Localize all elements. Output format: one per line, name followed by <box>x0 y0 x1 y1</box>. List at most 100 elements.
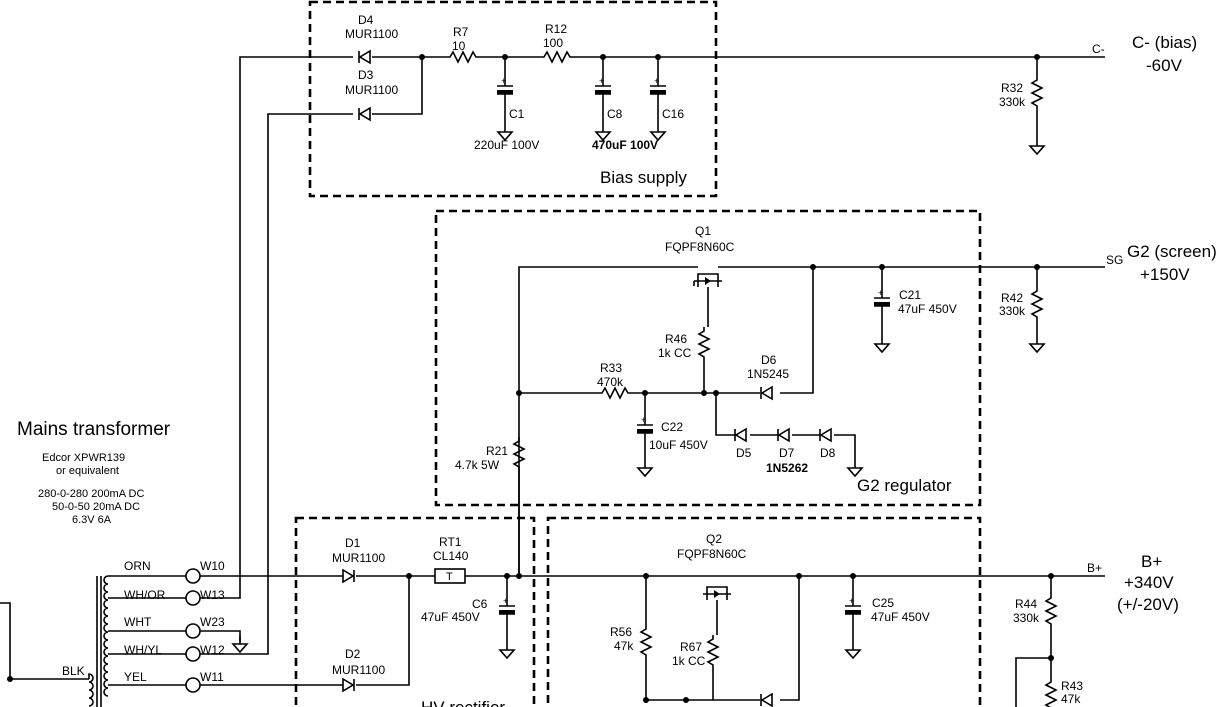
ground-icon <box>1029 335 1045 353</box>
d1-value: MUR1100 <box>332 551 385 565</box>
r42-value: 330k <box>999 304 1026 318</box>
secondary-winding-icon <box>103 575 109 697</box>
rt1-thermistor-icon <box>434 568 466 584</box>
r43-ref: R43 <box>1061 679 1083 693</box>
zener-value: 1N5262 <box>766 461 808 475</box>
r46-ref: R46 <box>665 332 687 346</box>
d2-value: MUR1100 <box>332 663 385 677</box>
d8-zener-icon <box>819 428 832 442</box>
r33-value: 470k <box>597 375 624 389</box>
r56-ref: R56 <box>610 625 632 639</box>
bias-output-title: C- (bias) <box>1132 33 1197 52</box>
bplus-output-title: B+ <box>1141 552 1162 571</box>
transformer-alt: or equivalent <box>56 465 119 477</box>
c6-value: 47uF 450V <box>421 610 480 624</box>
c21-value: 47uF 450V <box>898 302 957 316</box>
r12-value: 100 <box>543 36 563 50</box>
r67-ref: R67 <box>680 640 702 654</box>
wire-color-1: ORN <box>124 559 151 573</box>
g2-regulator-label: G2 regulator <box>857 476 952 495</box>
d7-ref: D7 <box>779 446 795 460</box>
r21-ref: R21 <box>486 444 508 458</box>
terminal-w11 <box>185 677 201 693</box>
d3-ref: D3 <box>358 68 374 82</box>
ground-icon <box>847 459 863 477</box>
c16-capacitor-icon <box>649 75 667 105</box>
primary-winding-icon <box>88 673 94 707</box>
zener-icon <box>760 693 773 707</box>
pin-w13: W13 <box>200 588 225 602</box>
c22-value: 10uF 450V <box>649 438 708 452</box>
q1-ref: Q1 <box>695 224 711 238</box>
c25-capacitor-icon <box>844 595 862 625</box>
g2-regulator-box <box>434 209 982 507</box>
q2-ref: Q2 <box>706 532 722 546</box>
r43-value: 47k <box>1061 692 1081 706</box>
d2-ref: D2 <box>345 647 361 661</box>
g2-net-label: SG <box>1106 253 1123 267</box>
transformer-model: Edcor XPWR139 <box>42 452 125 464</box>
terminal-w10 <box>185 568 201 584</box>
c6-capacitor-icon <box>498 595 516 625</box>
c25-value: 47uF 450V <box>871 610 930 624</box>
d6-ref: D6 <box>761 353 777 367</box>
r46-value: 1k CC <box>658 346 692 360</box>
q1-value: FQPF8N60C <box>665 240 735 254</box>
ground-icon <box>1029 137 1045 155</box>
transformer-spec-2: 50-0-50 20mA DC <box>52 501 140 513</box>
terminal-w23 <box>185 623 201 639</box>
g2-output-value: +150V <box>1140 265 1190 284</box>
bias-output-value: -60V <box>1146 56 1183 75</box>
transformer-title: Mains transformer <box>17 419 171 440</box>
c21-ref: C21 <box>899 288 921 302</box>
ground-icon <box>637 459 653 477</box>
terminal-w13 <box>185 590 201 606</box>
pin-w12: W12 <box>200 643 225 657</box>
d6-value: 1N5245 <box>747 367 789 381</box>
r32-ref: R32 <box>1001 81 1023 95</box>
c25-ref: C25 <box>872 596 894 610</box>
c1-value: 220uF 100V <box>474 138 539 152</box>
rt1-ref: RT1 <box>439 535 462 549</box>
terminal-w12 <box>185 646 201 662</box>
q2-value: FQPF8N60C <box>677 547 747 561</box>
transformer-spec-3: 6.3V 6A <box>72 514 112 526</box>
ground-icon <box>232 635 248 653</box>
d5-ref: D5 <box>736 446 752 460</box>
r44-ref: R44 <box>1015 597 1037 611</box>
ground-icon <box>845 641 861 659</box>
r12-resistor-icon <box>539 51 575 63</box>
pin-w23: W23 <box>200 615 225 629</box>
d7-zener-icon <box>777 428 790 442</box>
wire-color-3: WHT <box>124 615 152 629</box>
r56-resistor-icon <box>640 624 652 660</box>
bplus-regulator-box <box>546 516 982 707</box>
rt1-symbol: T <box>446 571 453 583</box>
r42-ref: R42 <box>1001 291 1023 305</box>
ground-icon <box>499 641 515 659</box>
c21-capacitor-icon <box>873 287 891 317</box>
r44-value: 330k <box>1013 611 1040 625</box>
d3-value: MUR1100 <box>345 83 398 97</box>
wire-color-5: YEL <box>124 670 147 684</box>
r33-resistor-icon <box>597 387 633 399</box>
r7-ref: R7 <box>453 25 469 39</box>
c1-capacitor-icon <box>496 75 514 105</box>
d4-value: MUR1100 <box>345 27 398 41</box>
hv-rectifier-box <box>294 516 536 707</box>
r46-resistor-icon <box>698 326 710 362</box>
c6-ref: C6 <box>472 597 488 611</box>
blk-wire-label: BLK <box>62 664 85 678</box>
pin-w11: W11 <box>200 670 224 684</box>
c8-capacitor-icon <box>594 75 612 105</box>
bias-supply-box <box>308 0 718 198</box>
d3-diode-icon <box>358 107 371 121</box>
bplus-output-tolerance: (+/-20V) <box>1117 595 1179 614</box>
r7-resistor-icon <box>445 51 481 63</box>
hv-rectifier-label: HV rectifier <box>421 698 505 707</box>
d2-diode-icon <box>342 678 355 692</box>
transformer-spec-1: 280-0-280 200mA DC <box>38 488 144 500</box>
r67-value: 1k CC <box>672 654 706 668</box>
rt1-value: CL140 <box>433 549 469 563</box>
